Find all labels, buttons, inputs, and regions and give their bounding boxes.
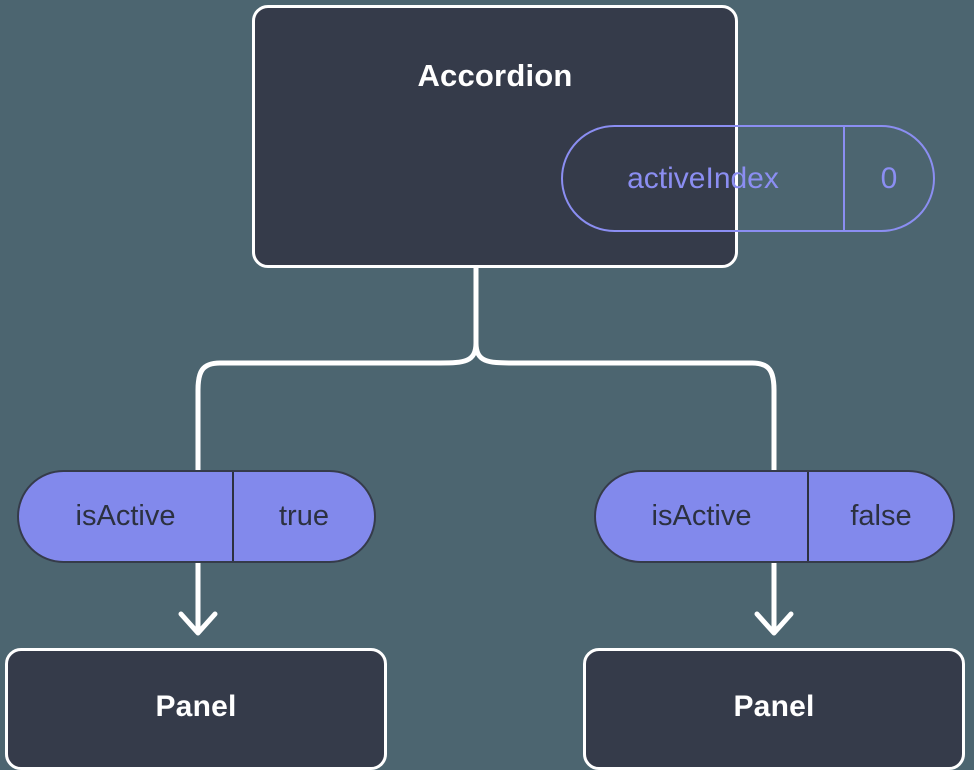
connector-fork-left [195, 340, 479, 473]
state-pill-active-index[interactable]: activeIndex 0 [561, 125, 935, 232]
state-pill-active-index-key: activeIndex [563, 127, 845, 230]
prop-pill-is-active-right-key: isActive [596, 472, 809, 561]
prop-pill-is-active-left-value: true [279, 500, 329, 532]
prop-pill-is-active-right-value: false [850, 500, 912, 532]
node-panel-left[interactable]: Panel [5, 648, 387, 770]
node-panel-right-title: Panel [733, 690, 815, 723]
prop-pill-is-active-left-key: isActive [19, 472, 234, 561]
node-accordion-title: Accordion [417, 58, 573, 93]
connector-fork-right [473, 340, 777, 473]
state-pill-active-index-value: 0 [880, 161, 898, 195]
prop-pill-is-active-left[interactable]: isActive true [17, 470, 376, 563]
prop-pill-is-active-right[interactable]: isActive false [594, 470, 955, 563]
node-panel-left-title: Panel [155, 690, 237, 723]
node-panel-right[interactable]: Panel [583, 648, 965, 770]
arrow-left-head-icon [178, 611, 218, 636]
node-accordion[interactable]: Accordion activeIndex 0 [252, 5, 935, 268]
arrow-right-head-icon [754, 611, 794, 636]
